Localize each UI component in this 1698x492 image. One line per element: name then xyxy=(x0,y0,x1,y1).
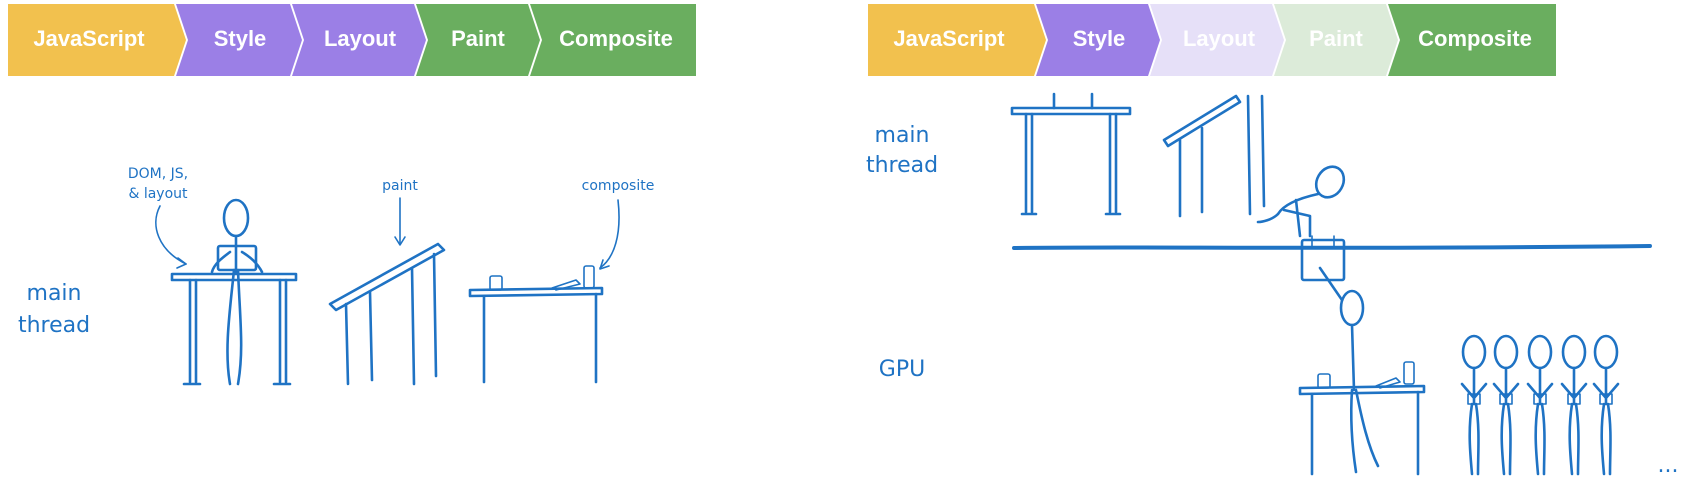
gpu-worker-5 xyxy=(1592,334,1620,476)
right-step-layout: Layout xyxy=(1150,4,1284,76)
annotation-composite: composite xyxy=(582,178,655,194)
paint-table xyxy=(328,242,446,386)
tape-icon xyxy=(489,275,503,291)
left-step-javascript: JavaScript xyxy=(8,4,186,76)
right-step-style-label: Style xyxy=(1073,26,1126,51)
handoff-figure xyxy=(1256,165,1346,238)
left-step-javascript-label: JavaScript xyxy=(33,26,145,51)
right-pipeline: JavaScript Style Layout Paint Composite xyxy=(868,4,1556,76)
annotation-dom-arrow xyxy=(155,205,187,265)
left-step-layout: Layout xyxy=(292,4,426,76)
right-scene: main thread GPU xyxy=(866,92,1679,478)
right-step-style: Style xyxy=(1036,4,1160,76)
left-step-layout-label: Layout xyxy=(324,26,397,51)
right-step-paint: Paint xyxy=(1274,4,1398,76)
page-icon xyxy=(1300,238,1346,282)
left-step-style-label: Style xyxy=(214,26,267,51)
gpu-worker-2 xyxy=(1492,334,1520,476)
gpu-composite-table xyxy=(1298,361,1426,476)
gpu-label: GPU xyxy=(879,357,925,382)
thread-boundary-line xyxy=(1012,244,1652,250)
left-scene: main thread DOM, JS, & layout paint comp… xyxy=(18,166,655,386)
left-step-paint: Paint xyxy=(416,4,540,76)
right-step-javascript: JavaScript xyxy=(868,4,1046,76)
annotation-composite-arrow xyxy=(599,199,620,269)
gpu-scissors-icon xyxy=(1375,377,1401,389)
glue-icon xyxy=(583,265,595,289)
gpu-worker-4 xyxy=(1560,334,1588,476)
gpu-worker-1 xyxy=(1460,334,1488,476)
more-workers-ellipsis: ... xyxy=(1658,453,1679,478)
worker-figure xyxy=(210,198,264,386)
gpu-tape-icon xyxy=(1317,373,1331,389)
left-thread-label-main: main xyxy=(27,281,82,306)
left-thread-label-thread: thread xyxy=(18,313,90,338)
main-thread-desk-cropped xyxy=(1010,92,1132,216)
left-step-paint-label: Paint xyxy=(451,26,505,51)
annotation-dom-js-line2: & layout xyxy=(128,186,188,202)
annotation-dom-arrowhead xyxy=(176,257,187,269)
composite-table xyxy=(468,265,604,384)
gpu-glue-icon xyxy=(1403,361,1415,385)
paint-table-cropped xyxy=(1162,94,1266,218)
left-step-composite-label: Composite xyxy=(559,26,673,51)
right-step-layout-label: Layout xyxy=(1183,26,1256,51)
right-step-javascript-label: JavaScript xyxy=(893,26,1005,51)
left-step-style: Style xyxy=(176,4,302,76)
gpu-worker-3 xyxy=(1526,334,1554,476)
main-thread-desk xyxy=(170,272,298,386)
annotation-dom-js-line1: DOM, JS, xyxy=(128,166,188,182)
annotation-composite-arrowhead xyxy=(599,259,610,270)
handoff-page xyxy=(1300,235,1346,282)
gpu-worker-figure xyxy=(1318,266,1380,474)
right-step-composite-label: Composite xyxy=(1418,26,1532,51)
right-thread-label-main: main xyxy=(875,123,930,148)
right-step-paint-label: Paint xyxy=(1309,26,1363,51)
left-pipeline: JavaScript Style Layout Paint Composite xyxy=(8,4,696,76)
annotation-paint: paint xyxy=(382,178,418,194)
gpu-worker-row: ... xyxy=(1460,334,1679,478)
right-step-composite: Composite xyxy=(1388,4,1556,76)
scissors-icon xyxy=(551,279,581,291)
annotation-paint-arrowhead xyxy=(394,236,406,246)
right-thread-label-thread: thread xyxy=(866,153,938,178)
left-step-composite: Composite xyxy=(530,4,696,76)
